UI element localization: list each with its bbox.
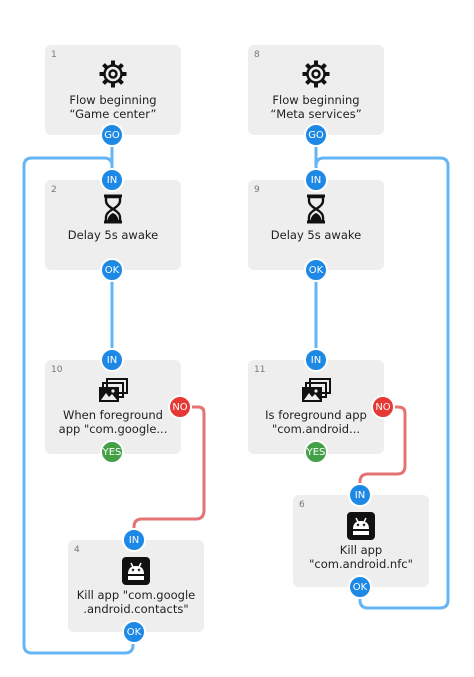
flow-block-1[interactable]: 1 Flow beginning“Game center” xyxy=(45,45,181,135)
android-icon xyxy=(68,557,204,585)
block-label-line2: "com.android... xyxy=(271,422,361,436)
block-number: 1 xyxy=(51,50,57,60)
in-port[interactable]: IN xyxy=(100,168,124,192)
in-port[interactable]: IN xyxy=(100,348,124,372)
block-label-line1: Kill app xyxy=(339,543,383,557)
flow-block-6[interactable]: 6 Kill app"com.android.nfc" xyxy=(293,495,429,587)
wire-ok-loop-left xyxy=(22,156,135,655)
block-number: 4 xyxy=(74,545,80,555)
block-number: 9 xyxy=(254,185,260,195)
in-port[interactable]: IN xyxy=(122,528,146,552)
flow-block-11[interactable]: 11 Is foreground app"com.android... xyxy=(248,360,384,454)
no-port[interactable]: NO xyxy=(168,395,192,419)
android-icon xyxy=(293,512,429,540)
wire-no-to-in-left xyxy=(132,405,206,540)
block-number: 10 xyxy=(51,365,63,375)
yes-port[interactable]: YES xyxy=(304,440,328,464)
gear-icon xyxy=(45,59,181,89)
ok-port[interactable]: OK xyxy=(100,258,124,282)
ok-port[interactable]: OK xyxy=(122,620,146,644)
block-label-line1: Is foreground app xyxy=(265,408,367,422)
hourglass-icon xyxy=(248,194,384,224)
block-label-line2: “Game center” xyxy=(69,107,157,121)
no-port[interactable]: NO xyxy=(371,395,395,419)
ok-port[interactable]: OK xyxy=(304,258,328,282)
block-label-line1: Flow beginning xyxy=(272,93,360,107)
block-label-line2: “Meta services” xyxy=(270,107,362,121)
go-port[interactable]: GO xyxy=(304,123,328,147)
flow-block-4[interactable]: 4 Kill app "com.google.android.contacts" xyxy=(68,540,204,632)
app-windows-icon xyxy=(45,378,181,404)
block-label-line1: When foreground xyxy=(62,408,163,422)
app-windows-icon xyxy=(248,378,384,404)
wire-no-to-in-right xyxy=(358,405,407,495)
go-port[interactable]: GO xyxy=(100,123,124,147)
block-label-line1: Delay 5s awake xyxy=(270,228,362,242)
flow-block-9[interactable]: 9 Delay 5s awake xyxy=(248,180,384,270)
flow-block-2[interactable]: 2 Delay 5s awake xyxy=(45,180,181,270)
block-label-line1: Flow beginning xyxy=(69,93,157,107)
block-label-line2: "com.android.nfc" xyxy=(309,557,413,571)
in-port[interactable]: IN xyxy=(304,348,328,372)
block-number: 8 xyxy=(254,50,260,60)
block-label-line1: Delay 5s awake xyxy=(67,228,159,242)
block-number: 11 xyxy=(254,365,266,375)
block-label-line1: Kill app "com.google xyxy=(76,588,196,602)
in-port[interactable]: IN xyxy=(304,168,328,192)
in-port[interactable]: IN xyxy=(348,483,372,507)
block-number: 6 xyxy=(299,500,305,510)
hourglass-icon xyxy=(45,194,181,224)
block-label-line2: app "com.google... xyxy=(58,422,168,436)
yes-port[interactable]: YES xyxy=(100,440,124,464)
flow-block-8[interactable]: 8 Flow beginning“Meta services” xyxy=(248,45,384,135)
wire-ok-loop-right xyxy=(314,156,450,610)
gear-icon xyxy=(248,59,384,89)
block-number: 2 xyxy=(51,185,57,195)
block-label-line2: .android.contacts" xyxy=(83,602,189,616)
ok-port[interactable]: OK xyxy=(348,575,372,599)
